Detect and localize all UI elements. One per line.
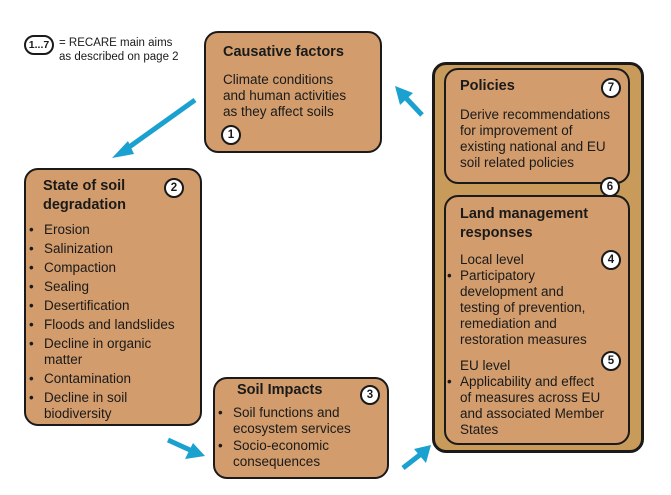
legend-line-1: = RECARE main aims bbox=[59, 37, 173, 49]
policies-line: existing national and EU bbox=[460, 139, 606, 154]
list-item: Compaction bbox=[29, 260, 199, 276]
list-item: Sealing bbox=[29, 279, 199, 295]
eu-line: Applicability and effect bbox=[460, 374, 595, 389]
list-item: Contamination bbox=[29, 371, 199, 387]
aim-badge-4: 4 bbox=[601, 250, 621, 270]
eu-level-text: Applicability and effect of measures acr… bbox=[460, 374, 604, 438]
soil-impacts-title: Soil Impacts bbox=[237, 382, 323, 398]
local-level-bullet: • bbox=[447, 268, 452, 283]
causative-line: Climate conditions bbox=[223, 72, 334, 87]
aim-badge-7: 7 bbox=[601, 78, 621, 98]
eu-line: States bbox=[460, 422, 499, 437]
eu-level-bullet: • bbox=[447, 374, 452, 389]
arrow-policies-to-causative bbox=[404, 96, 424, 117]
impacts-list: Soil functions and ecosystem services So… bbox=[218, 405, 378, 473]
causative-factors-title: Causative factors bbox=[223, 44, 344, 60]
arrow-causative-to-state bbox=[123, 97, 197, 153]
soil-degradation-title-line: degradation bbox=[43, 197, 126, 213]
arrowhead-policies-to-causative bbox=[395, 86, 413, 105]
causative-line: and human activities bbox=[223, 88, 347, 103]
soil-degradation-title-line: State of soil bbox=[43, 178, 126, 194]
causative-line: as they affect soils bbox=[223, 104, 334, 119]
arrow-impacts-to-land bbox=[401, 452, 423, 470]
local-line: remediation and bbox=[460, 316, 557, 331]
policies-line: for improvement of bbox=[460, 123, 573, 138]
soil-impacts-box: Soil Impacts 3 Soil functions and ecosys… bbox=[213, 377, 389, 479]
land-management-title: Land management responses bbox=[460, 205, 588, 243]
aim-badge-6: 6 bbox=[600, 177, 620, 197]
arrowhead-causative-to-state bbox=[112, 141, 134, 158]
aim-badge-2: 2 bbox=[164, 178, 184, 198]
arrow-state-to-impacts bbox=[166, 437, 192, 453]
list-item: Floods and landslides bbox=[29, 317, 199, 333]
list-item: Soil functions and ecosystem services bbox=[218, 405, 378, 437]
eu-line: and associated Member bbox=[460, 406, 605, 421]
causative-factors-box: Causative factors Climate conditions and… bbox=[204, 31, 382, 153]
list-item: Erosion bbox=[29, 222, 199, 238]
eu-level-label: EU level bbox=[460, 358, 511, 373]
soil-degradation-title: State of soil degradation bbox=[43, 177, 126, 215]
policies-line: Derive recommendations bbox=[460, 107, 611, 122]
list-item: Decline in organic matter bbox=[29, 336, 172, 368]
policies-box: Policies 7 Derive recommendations for im… bbox=[444, 68, 630, 184]
list-item: Decline in soil biodiversity bbox=[29, 390, 164, 422]
list-item: Salinization bbox=[29, 241, 199, 257]
land-management-title-line: responses bbox=[460, 225, 533, 241]
local-line: testing of prevention, bbox=[460, 300, 586, 315]
local-level-label: Local level bbox=[460, 252, 524, 267]
land-management-box: Land management responses Local level 4 … bbox=[444, 195, 630, 445]
local-line: Participatory bbox=[460, 268, 536, 283]
eu-line: of measures across EU bbox=[460, 390, 601, 405]
soil-degradation-box: State of soil degradation 2 Erosion Sali… bbox=[24, 168, 202, 426]
legend-line-2: as described on page 2 bbox=[59, 51, 179, 63]
policies-line: soil related policies bbox=[460, 155, 575, 170]
arrowhead-impacts-to-land bbox=[414, 445, 431, 463]
land-management-title-line: Land management bbox=[460, 206, 589, 222]
legend-badge: 1...7 bbox=[24, 35, 54, 55]
aim-badge-1: 1 bbox=[221, 125, 241, 145]
aim-badge-3: 3 bbox=[360, 385, 380, 405]
degradation-list: Erosion Salinization Compaction Sealing … bbox=[29, 222, 199, 425]
policies-title: Policies bbox=[460, 78, 515, 94]
local-level-text: Participatory development and testing of… bbox=[460, 268, 587, 348]
aim-badge-5: 5 bbox=[601, 351, 621, 371]
local-line: restoration measures bbox=[460, 332, 587, 347]
policies-text: Derive recommendations for improvement o… bbox=[460, 107, 610, 171]
causative-factors-text: Climate conditions and human activities … bbox=[223, 72, 346, 120]
list-item: Socio-economic consequences bbox=[218, 438, 343, 470]
legend-text: = RECARE main aims as described on page … bbox=[59, 36, 179, 64]
local-line: development and bbox=[460, 284, 564, 299]
arrowhead-state-to-impacts bbox=[185, 443, 205, 459]
list-item: Desertification bbox=[29, 298, 199, 314]
